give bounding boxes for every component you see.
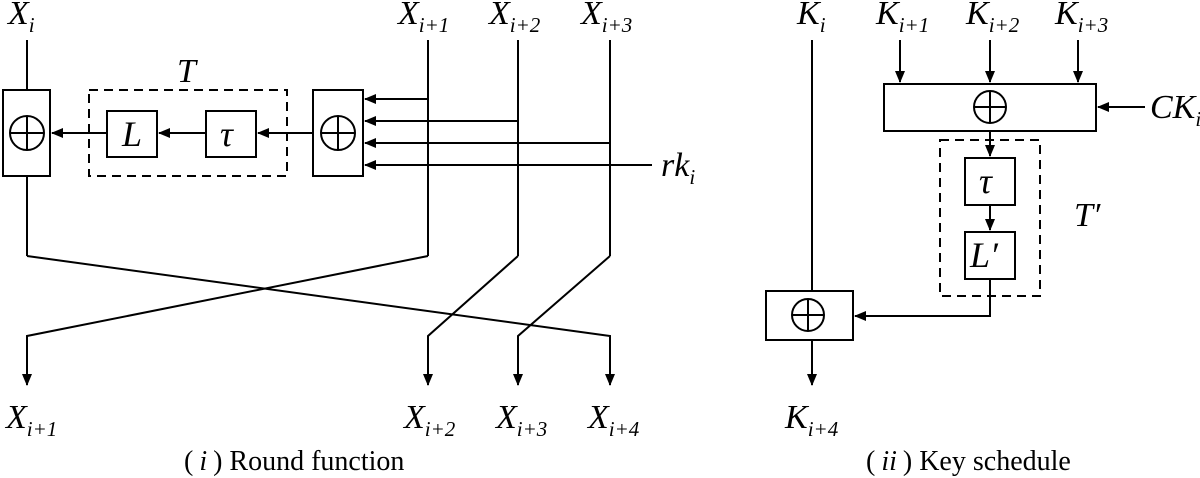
tau-label: τ <box>220 114 234 154</box>
key-tau-box <box>964 157 1016 206</box>
round-output-x4: Xi+4 <box>586 399 640 441</box>
xor-icon <box>973 90 1007 124</box>
key-input-k0: Ki <box>796 0 826 37</box>
l-label: L <box>121 114 142 154</box>
round-output-x3: Xi+3 <box>494 399 547 441</box>
round-key-label: rki <box>661 147 695 189</box>
ck-label: CKi <box>1150 89 1200 131</box>
key-schedule-panel: Ki Ki+1 Ki+2 Ki+3 CKi T′ τ L′ <box>765 0 1200 477</box>
round-output-x2: Xi+2 <box>402 399 456 441</box>
round-input-x3: Xi+3 <box>579 0 632 37</box>
round-input-x2: Xi+2 <box>487 0 541 37</box>
t-label: T <box>177 53 198 90</box>
l-box <box>106 110 158 158</box>
key-input-k1: Ki+1 <box>875 0 929 37</box>
round-input-x0: Xi <box>6 0 35 37</box>
round-output-x1: Xi+1 <box>4 399 57 441</box>
key-tau-label: τ <box>979 161 993 201</box>
key-input-k3: Ki+3 <box>1054 0 1108 37</box>
tau-box <box>205 110 257 158</box>
xor-icon <box>791 298 825 332</box>
key-caption: (ii) Key schedule <box>866 446 1071 477</box>
key-input-k2: Ki+2 <box>965 0 1020 37</box>
round-function-panel: Xi Xi+1 Xi+2 Xi+3 T L τ <box>2 0 695 477</box>
xor-icon <box>320 115 356 151</box>
xor-icon <box>9 115 45 151</box>
l-prime-label: L′ <box>969 235 999 275</box>
round-input-x1: Xi+1 <box>396 0 449 37</box>
t-prime-label: T′ <box>1074 197 1101 234</box>
round-caption: (i) Round function <box>184 446 404 477</box>
key-output-k4: Ki+4 <box>784 399 839 441</box>
